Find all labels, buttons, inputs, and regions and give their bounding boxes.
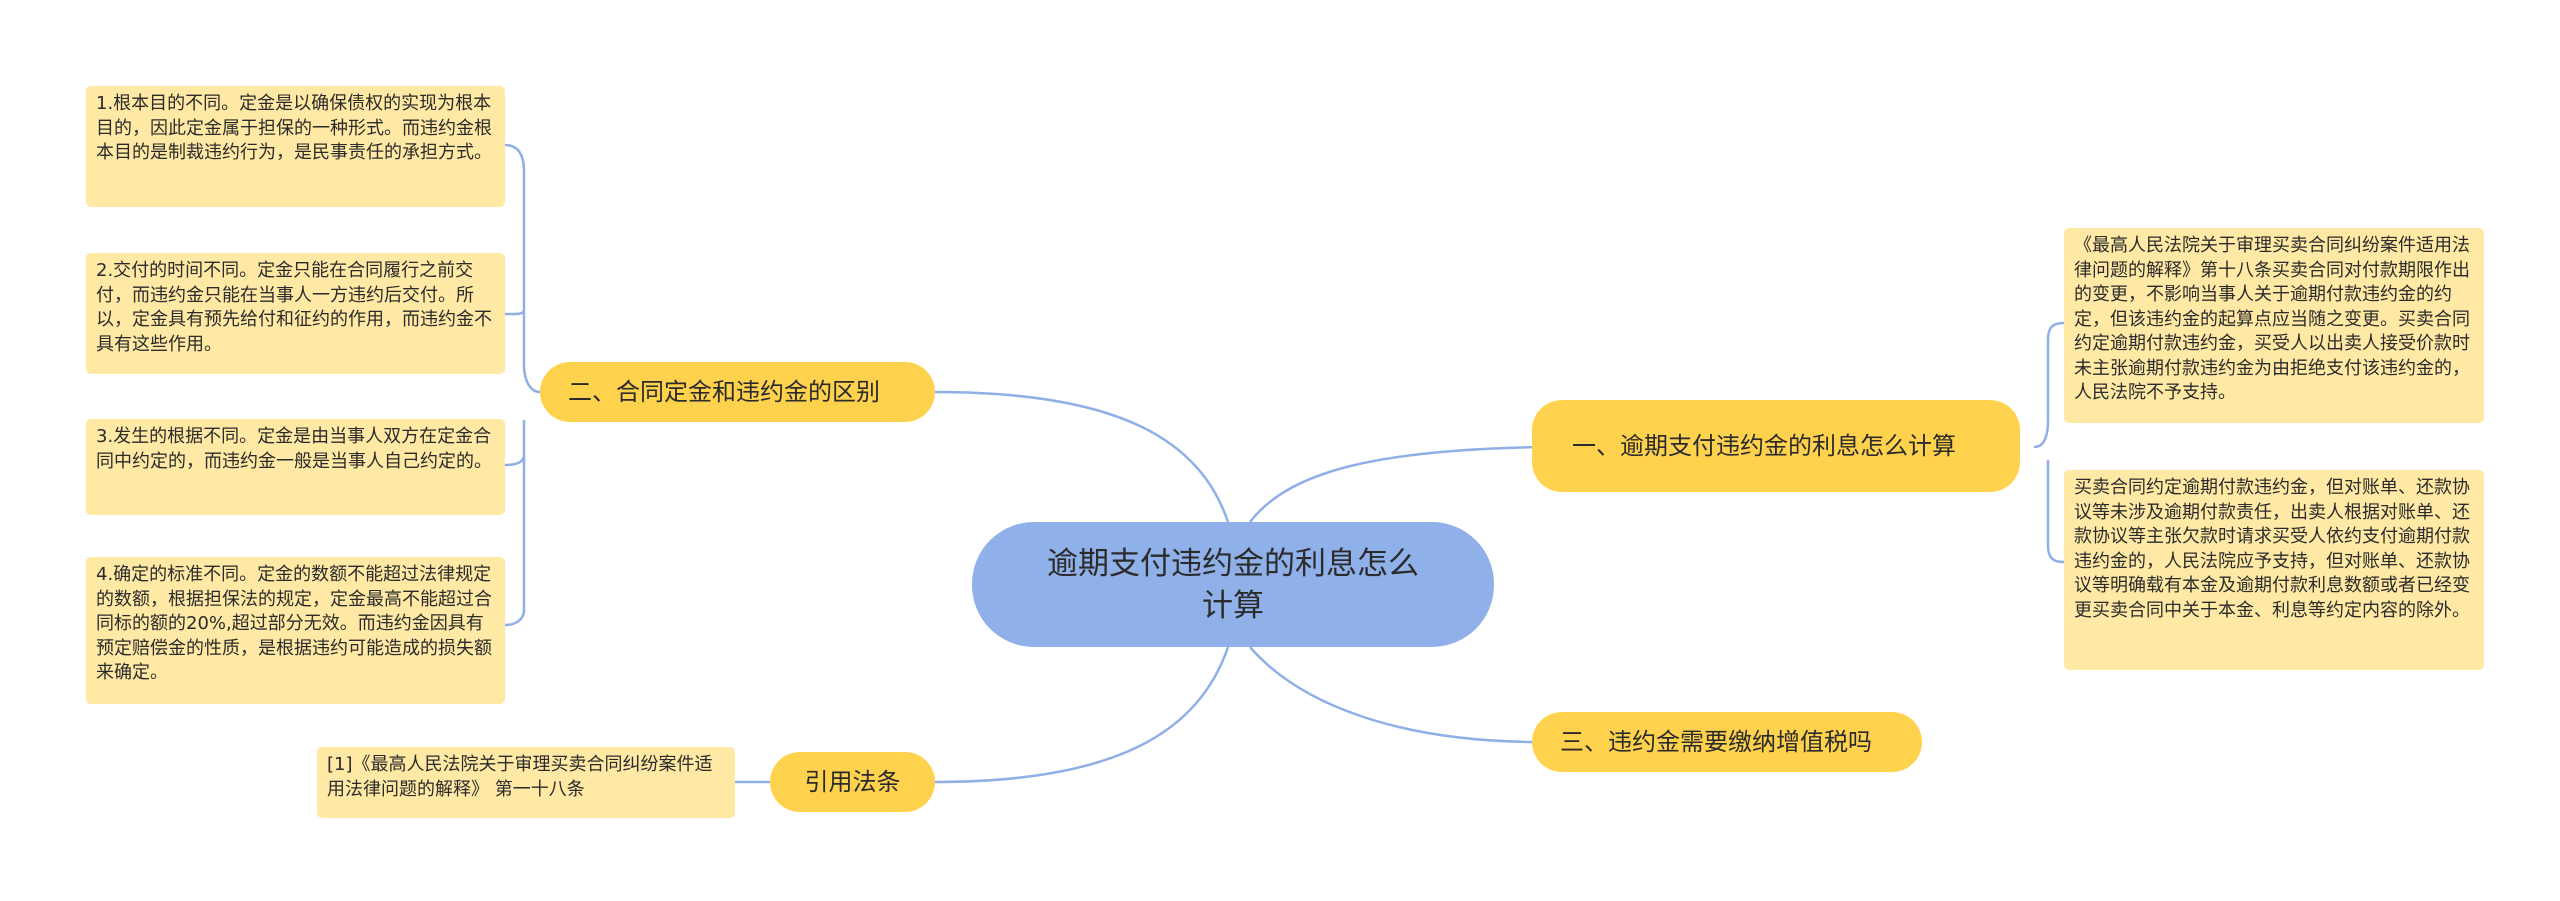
branch-cited-law[interactable]: 引用法条 — [770, 752, 935, 812]
leaf-difference-timing: 2.交付的时间不同。定金只能在合同履行之前交付，而违约金只能在当事人一方违约后交… — [86, 253, 505, 374]
leaf-difference-standard: 4.确定的标准不同。定金的数额不能超过法律规定的数额，根据担保法的规定，定金最高… — [86, 557, 505, 704]
link-b1-leaves — [2033, 321, 2065, 564]
link-b2-leaves — [504, 143, 541, 627]
leaf-statement-agreement: 买卖合同约定逾期付款违约金，但对账单、还款协议等未涉及逾期付款责任，出卖人根据对… — [2064, 470, 2484, 670]
leaf-law-article-18: 《最高人民法院关于审理买卖合同纠纷案件适用法律问题的解释》第十八条买卖合同对付款… — [2064, 228, 2484, 423]
branch-vat-question[interactable]: 三、违约金需要缴纳增值税吗 — [1532, 712, 1922, 772]
link-central-b2 — [934, 390, 1230, 523]
link-central-b4 — [934, 646, 1230, 784]
leaf-difference-basis: 3.发生的根据不同。定金是由当事人双方在定金合同中约定的，而违约金一般是当事人自… — [86, 419, 505, 515]
link-central-b1 — [1249, 445, 1541, 523]
link-central-b3 — [1249, 646, 1541, 744]
branch-deposit-vs-penalty[interactable]: 二、合同定金和违约金的区别 — [540, 362, 935, 422]
branch-overdue-interest[interactable]: 一、逾期支付违约金的利息怎么计算 — [1532, 400, 2020, 492]
leaf-citation[interactable]: [1]《最高人民法院关于审理买卖合同纠纷案件适用法律问题的解释》 第一十八条 — [317, 747, 735, 818]
leaf-difference-purpose: 1.根本目的不同。定金是以确保债权的实现为根本目的，因此定金属于担保的一种形式。… — [86, 86, 505, 207]
central-topic[interactable]: 逾期支付违约金的利息怎么计算 — [972, 522, 1494, 647]
